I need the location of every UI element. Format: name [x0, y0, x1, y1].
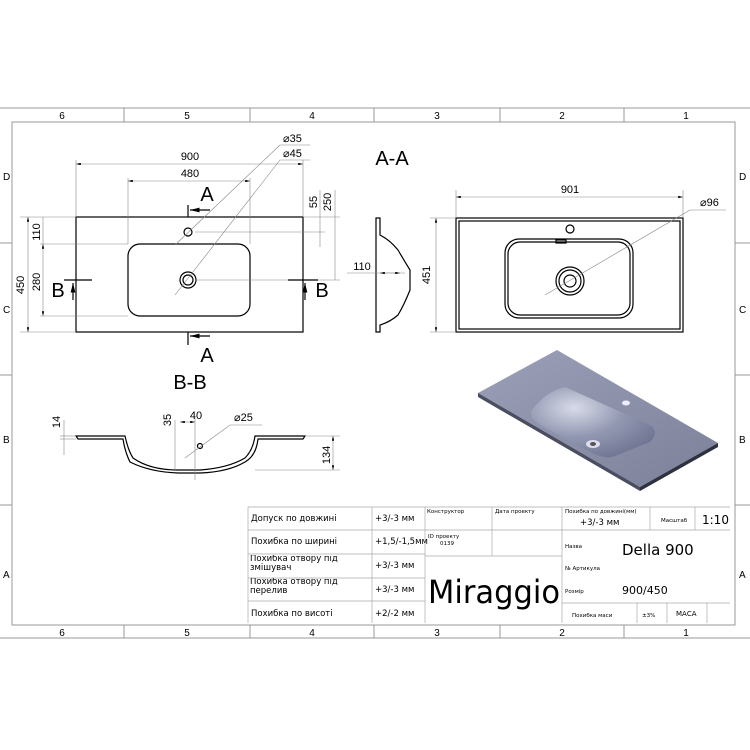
designer-label: Конструктор: [427, 509, 465, 515]
tolerance-label: Похибка отвору під змішувач: [250, 555, 338, 573]
zone-col-6: 6: [59, 111, 65, 122]
section-a-label-top: A: [200, 184, 214, 206]
zone-row-a-right: A: [739, 570, 746, 581]
section-b-label-right: B: [315, 280, 328, 302]
zone-row-b: B: [3, 435, 10, 446]
zone-col-6-bottom: 6: [59, 628, 65, 639]
top-view: 900 480 ⌀35 ⌀45 450 280 110 55 250 A A B…: [15, 133, 340, 367]
zone-row-a: A: [3, 570, 10, 581]
dim-134: 134: [321, 446, 333, 464]
tolerance-label: Похибка по ширині: [251, 537, 337, 547]
dim-drain: ⌀45: [283, 148, 302, 160]
zone-row-b-right: B: [739, 435, 746, 446]
dim-55: 55: [308, 196, 320, 208]
dim-40: 40: [190, 410, 202, 422]
section-b-label-left: B: [51, 280, 64, 302]
zone-col-3: 3: [434, 111, 440, 122]
dim-35: 35: [162, 414, 174, 426]
scale-label: Масштаб: [661, 518, 688, 524]
length-tol-value: +3/-3 мм: [580, 518, 619, 528]
front-view: 901 451 ⌀96: [421, 184, 726, 333]
tolerance-value: +3/-3 мм: [375, 514, 414, 524]
section-bb-title: B-B: [173, 372, 206, 394]
section-aa-title: A-A: [375, 148, 409, 170]
zone-row-d-right: D: [739, 172, 746, 183]
size-label: Розмір: [565, 589, 584, 595]
section-bb-view: B-B 14 35 40 ⌀25 134: [51, 372, 340, 480]
brand-logo: Miraggio: [428, 573, 560, 611]
mass-tol-label: Похибка маси: [572, 613, 613, 619]
length-tol-label: Похибка по довжині(мм): [565, 509, 637, 515]
dim-overflow-25: ⌀25: [234, 412, 253, 424]
dim-250: 250: [322, 193, 334, 211]
dim-tap-hole: ⌀35: [283, 133, 302, 145]
drawing-frame: 6 5 4 3 2 1 6 5 4 3 2 1 D C B A D C B A: [0, 107, 750, 639]
tolerance-label: Похибка отвору під перелив: [250, 578, 338, 596]
tolerance-label: Допуск по довжині: [251, 514, 337, 524]
dim-14: 14: [51, 416, 63, 428]
dim-drain-96: ⌀96: [700, 197, 719, 209]
zone-row-c: C: [3, 305, 10, 316]
sink-3d-render: [478, 350, 718, 491]
scale-value: 1:10: [702, 513, 729, 527]
size-value: 900/450: [622, 584, 668, 597]
zone-col-4-bottom: 4: [309, 628, 315, 639]
dim-110-side: 110: [353, 261, 371, 273]
dim-900: 900: [181, 151, 199, 163]
tolerance-value: +3/-3 мм: [375, 585, 414, 595]
mass-label: МАСА: [676, 610, 697, 618]
zone-col-1: 1: [683, 111, 689, 122]
tolerance-value: +1,5/-1,5мм: [375, 537, 428, 547]
zone-col-5-bottom: 5: [184, 628, 190, 639]
title-block: Допуск по довжині +3/-3 мм Похибка по ши…: [247, 506, 730, 623]
date-label: Дата проекту: [495, 509, 535, 515]
tolerance-value: +3/-3 мм: [375, 561, 414, 571]
product-name: Della 900: [622, 541, 694, 559]
zone-col-4: 4: [309, 111, 315, 122]
project-id-label: ID проекту: [428, 534, 460, 540]
zone-col-2: 2: [559, 111, 565, 122]
zone-col-2-bottom: 2: [559, 628, 565, 639]
dim-451: 451: [421, 266, 433, 284]
dim-280: 280: [31, 273, 43, 291]
dim-480: 480: [181, 168, 199, 180]
project-id: 0139: [440, 541, 454, 547]
name-label: Назва: [565, 544, 582, 550]
zone-col-5: 5: [184, 111, 190, 122]
article-label: № Артикула: [565, 566, 600, 572]
zone-row-c-right: C: [739, 305, 746, 316]
section-a-label-bottom: A: [200, 345, 214, 367]
dim-110: 110: [31, 223, 43, 241]
zone-col-1-bottom: 1: [683, 628, 689, 639]
zone-col-3-bottom: 3: [434, 628, 440, 639]
section-aa-view: A-A 110: [347, 148, 411, 333]
dim-901: 901: [561, 184, 579, 196]
dim-450: 450: [15, 276, 27, 294]
zone-row-d: D: [3, 172, 10, 183]
tolerance-value: +2/-2 мм: [375, 609, 414, 619]
mass-tol-value: ±3%: [642, 613, 655, 619]
tolerance-label: Похибка по висоті: [251, 609, 333, 619]
